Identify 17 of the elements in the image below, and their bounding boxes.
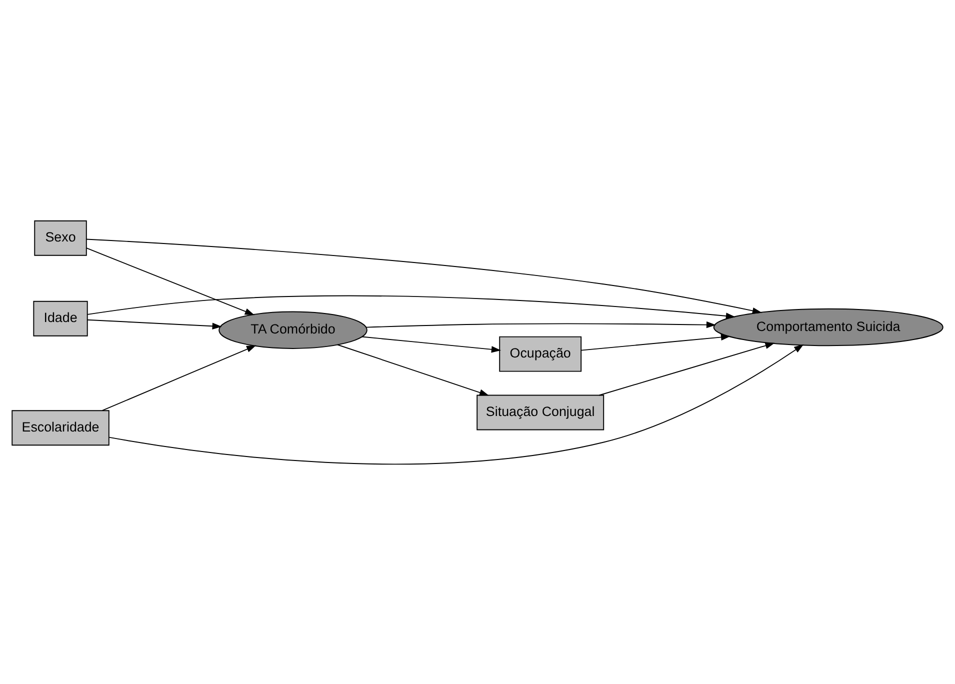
node-box: Situação Conjugal <box>476 394 604 430</box>
arrow <box>366 320 716 328</box>
node-ellipse: TA Comórbido <box>218 310 368 348</box>
arrow <box>86 238 762 314</box>
arrow <box>598 342 775 396</box>
arrow <box>362 336 502 352</box>
arrow <box>102 344 256 411</box>
arrow <box>580 333 731 350</box>
node-box: Ocupação <box>499 336 582 372</box>
node-box: Sexo <box>34 220 87 256</box>
arrow <box>108 344 804 464</box>
arrow <box>87 294 736 319</box>
arrow <box>86 247 255 315</box>
node-box: Idade <box>33 300 88 336</box>
arrow <box>337 344 490 396</box>
arrow <box>87 318 222 329</box>
node-box: Escolaridade <box>12 410 110 446</box>
